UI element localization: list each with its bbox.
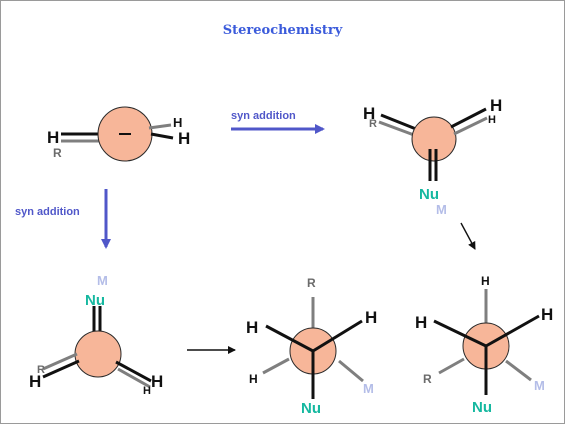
atom-h: H: [29, 372, 41, 391]
atom-h: H: [541, 305, 553, 324]
intermediate-top-right: H R H H Nu M: [363, 96, 502, 217]
atom-nu: Nu: [85, 292, 105, 309]
bond-h-right: [150, 132, 174, 140]
atom-h: H: [249, 372, 258, 386]
bond-h-front: [312, 319, 363, 353]
atom-h: H: [365, 308, 377, 327]
bond-h-back: [117, 367, 151, 389]
bond-m-back: [338, 359, 364, 383]
atom-h: H: [490, 96, 502, 115]
atom-h: H: [415, 313, 427, 332]
arrow-syn-addition-left: syn addition: [15, 189, 111, 249]
atom-r: R: [369, 118, 377, 130]
atom-h: H: [143, 385, 151, 397]
atom-h: H: [173, 115, 182, 130]
slide-title: Stereochemistry: [222, 23, 343, 38]
bond-h-back: [453, 116, 488, 136]
arrow-label: syn addition: [231, 110, 296, 122]
atom-r: R: [37, 364, 45, 376]
bond-h-front: [265, 324, 314, 353]
bond-r: [378, 120, 415, 137]
atom-nu: Nu: [301, 400, 321, 417]
reactant-alkene: H R H H: [47, 106, 190, 162]
bond-r: [42, 352, 78, 371]
arrow-rotate-right: [460, 222, 476, 250]
atom-r: R: [307, 276, 316, 290]
intermediate-bottom-left: M Nu R H H H: [29, 273, 163, 397]
newman-product-left: R H H H M Nu: [246, 276, 377, 417]
carbon-circle: [411, 116, 457, 162]
atom-m: M: [534, 378, 545, 393]
atom-h: H: [481, 274, 490, 288]
atom-m: M: [436, 202, 447, 217]
bond-h-front: [485, 314, 540, 348]
atom-m: M: [97, 273, 108, 288]
newman-product-right: H H H R M Nu: [415, 274, 553, 416]
atom-r: R: [423, 372, 432, 386]
arrow-label: syn addition: [15, 206, 80, 218]
atom-h: H: [488, 114, 496, 126]
atom-nu: Nu: [419, 186, 439, 203]
bond-m-back: [505, 359, 532, 382]
bond-h: [380, 113, 417, 131]
bond-h: [115, 360, 152, 383]
atom-r: R: [53, 146, 62, 160]
arrow-syn-addition-top: syn addition: [231, 110, 325, 134]
atom-h: H: [246, 318, 258, 337]
atom-h: H: [47, 128, 59, 147]
bond-h: [450, 107, 487, 129]
atom-h: H: [363, 104, 375, 123]
bond-h-back: [262, 357, 290, 375]
atom-h: H: [151, 372, 163, 391]
carbon-circle: [74, 330, 122, 378]
bond-h: [42, 359, 80, 379]
atom-h: H: [178, 129, 190, 148]
bond-h-front: [433, 319, 487, 348]
atom-nu: Nu: [472, 399, 492, 416]
bond-h-right-back: [148, 123, 172, 130]
bond-r-back: [438, 357, 465, 375]
atom-m: M: [363, 381, 374, 396]
